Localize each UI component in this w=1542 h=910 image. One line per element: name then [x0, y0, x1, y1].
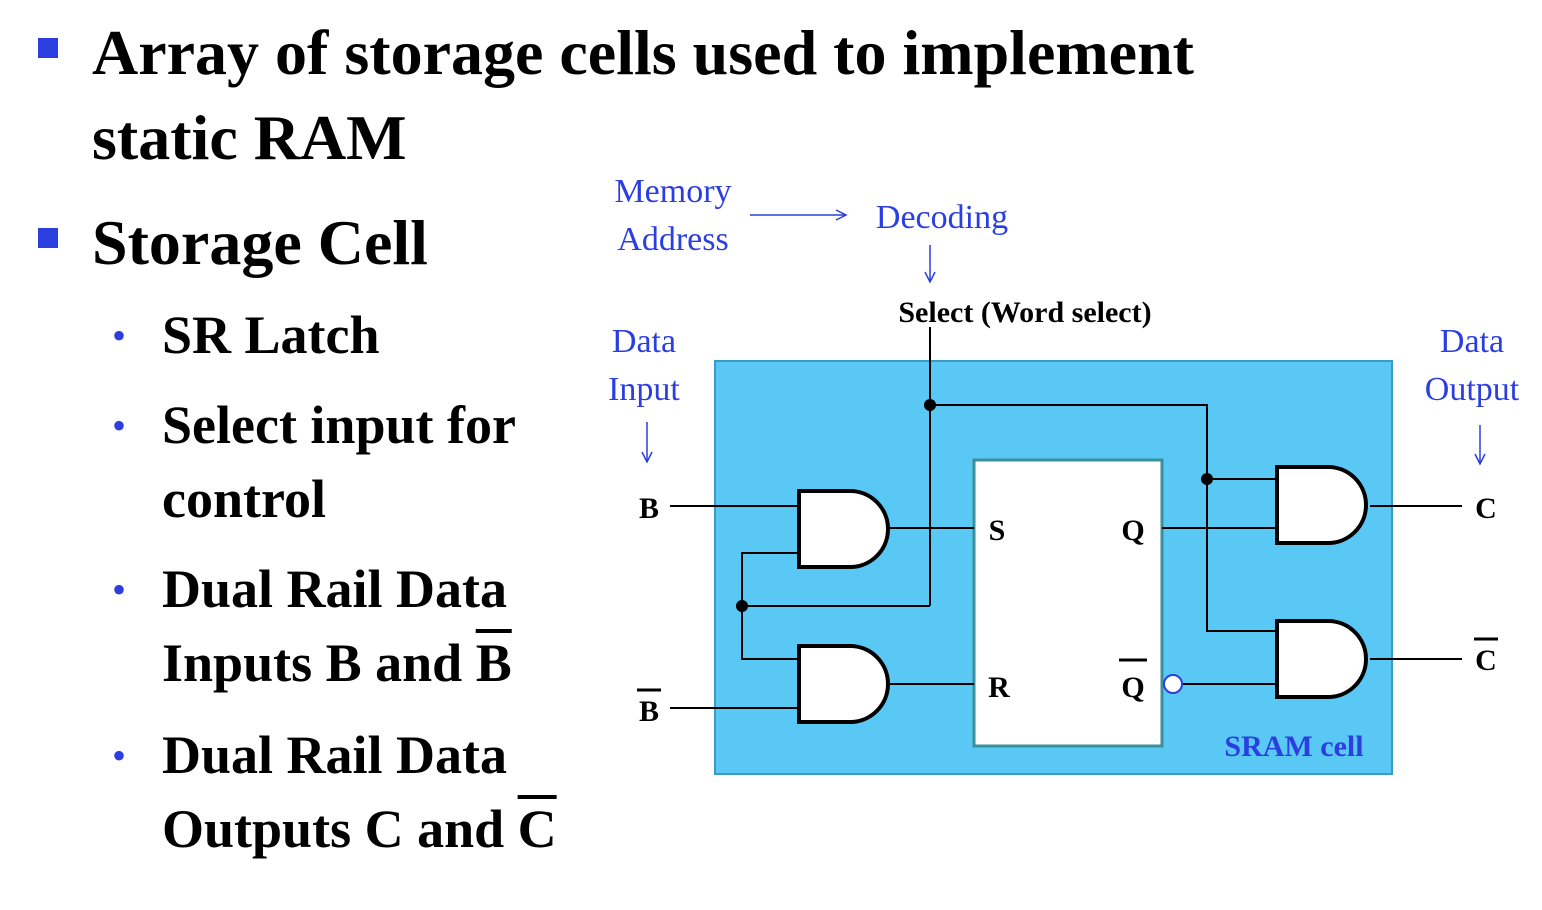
and-gate-output-c — [1275, 465, 1368, 545]
sub-bullet-4-line-2: Outputs C and C — [162, 792, 557, 866]
latch-s-label: S — [989, 514, 1006, 547]
bullet-1-line-2: static RAM — [92, 102, 407, 173]
b-bar-text: B — [475, 633, 512, 693]
sram-cell-label: SRAM cell — [1224, 730, 1363, 763]
and-gate-output-c-bar — [1275, 619, 1368, 699]
sub-bullet-3-line-1: Dual Rail Data — [162, 559, 508, 619]
memory-address-label-line-1: Memory — [614, 173, 731, 210]
latch-q-bar-label: Q — [1121, 671, 1144, 704]
select-label: Select (Word select) — [898, 296, 1151, 329]
bullet-square-1 — [38, 38, 58, 58]
data-input-label-line-2: Input — [608, 371, 680, 408]
and-gate-input-b — [797, 489, 890, 569]
data-input-label-line-1: Data — [612, 323, 676, 360]
latch-q-label: Q — [1121, 514, 1144, 547]
decoding-label: Decoding — [876, 199, 1008, 236]
sub-bullet-2-line-1: Select input for — [162, 395, 516, 455]
sub-bullet-dot-3: • — [112, 567, 127, 612]
sub-bullet-3-line-2-prefix: Inputs B and — [162, 633, 476, 693]
sub-bullet-dot-4: • — [112, 733, 127, 778]
sub-bullet-dot-2: • — [112, 403, 127, 448]
sub-bullet-2-line-2: control — [162, 469, 326, 529]
input-b-label: B — [639, 492, 659, 525]
sub-bullet-4-line-2-prefix: Outputs C and — [162, 799, 518, 859]
sub-bullet-1-text: SR Latch — [162, 305, 380, 365]
sub-bullet-4-line-1: Dual Rail Data — [162, 725, 508, 785]
junction-dot — [924, 399, 936, 411]
bullet-1-line-1: Array of storage cells used to implement — [92, 17, 1194, 88]
inversion-bubble — [1163, 674, 1183, 694]
data-output-label-line-2: Output — [1425, 371, 1520, 408]
wires — [670, 327, 1462, 709]
data-output-label-line-1: Data — [1440, 323, 1504, 360]
junction-dot — [736, 600, 748, 612]
memory-address-label-line-2: Address — [617, 221, 728, 258]
c-bar-text: C — [517, 799, 557, 859]
output-c-bar-label: C — [1475, 644, 1497, 677]
and-gate-input-b-bar — [797, 644, 890, 724]
latch-r-label: R — [988, 671, 1010, 704]
sub-bullet-dot-1: • — [112, 313, 127, 358]
bullet-2-text: Storage Cell — [92, 207, 428, 278]
sub-bullet-3-line-2: Inputs B and B — [162, 626, 512, 700]
sr-latch-box — [972, 458, 1164, 748]
junction-dot — [1201, 473, 1213, 485]
bullet-square-2 — [38, 228, 58, 248]
output-c-label: C — [1475, 492, 1497, 525]
input-b-bar-label: B — [639, 695, 659, 728]
